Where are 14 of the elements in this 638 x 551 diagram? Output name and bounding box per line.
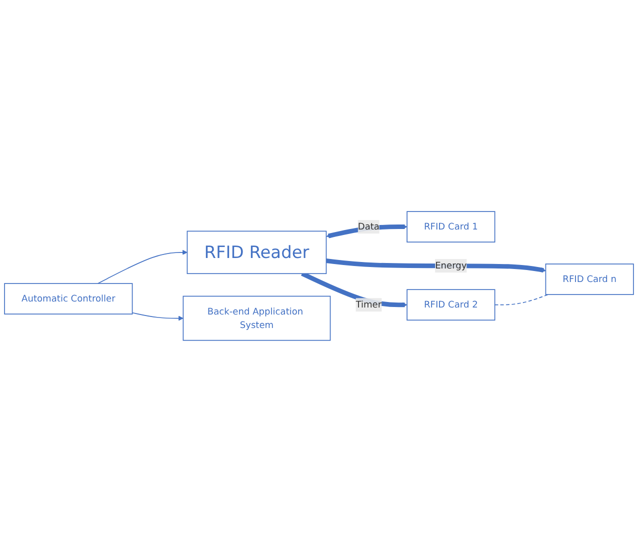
arrow xyxy=(97,249,188,284)
node-box: RFID Card 2 xyxy=(406,288,496,320)
node-box: RFID Card n xyxy=(545,263,634,295)
arrow xyxy=(301,271,408,307)
arrow xyxy=(326,258,546,272)
node-box: RFID Reader xyxy=(186,230,327,274)
arrow xyxy=(132,312,184,320)
node-box: RFID Card 1 xyxy=(406,210,496,242)
node-box: Automatic Controller xyxy=(4,282,133,314)
edge-label: Timer xyxy=(356,298,382,310)
edge-label: Energy xyxy=(435,260,467,270)
node-box: Back-end Application System xyxy=(182,295,331,340)
edge-label: Data xyxy=(358,220,380,232)
connector xyxy=(494,294,549,305)
